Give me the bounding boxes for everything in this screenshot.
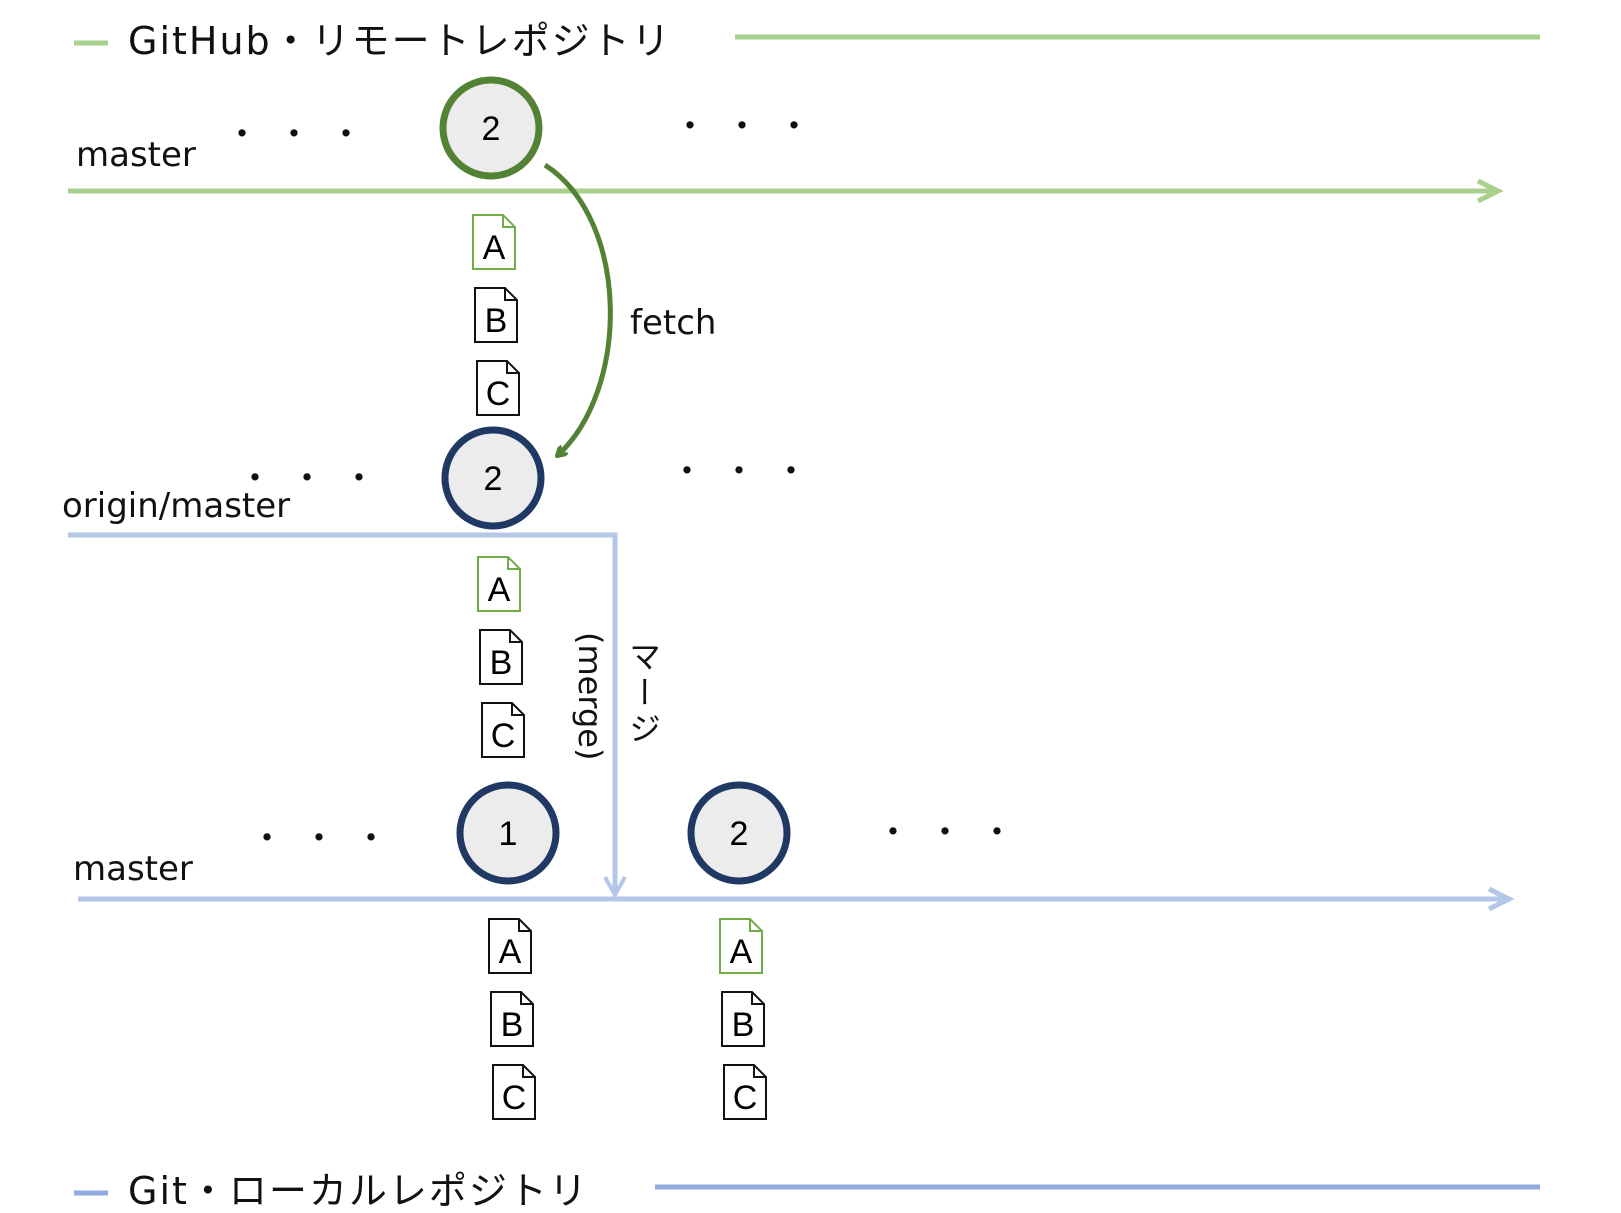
file-letter: C [491, 717, 516, 755]
origin-master-line [68, 532, 618, 895]
file-letter: A [488, 571, 511, 609]
commit-local-1-label: 1 [499, 815, 518, 853]
ellipsis-origin-right: ・・・ [670, 452, 826, 492]
ellipsis-origin-left: ・・・ [238, 459, 394, 499]
file-icon: C [492, 1064, 536, 1120]
fetch-arrow [543, 162, 613, 456]
file-icon: B [721, 991, 765, 1047]
file-letter: A [730, 933, 753, 971]
file-icon: A [472, 214, 516, 270]
commit-remote-2-label: 2 [482, 110, 501, 148]
fetch-label: fetch [630, 303, 717, 343]
file-icon: A [488, 918, 532, 974]
ellipsis-remote-right: ・・・ [673, 107, 829, 147]
commit-origin-2-label: 2 [484, 460, 503, 498]
file-letter: B [732, 1006, 755, 1044]
file-icon: C [723, 1064, 767, 1120]
origin-master-label: origin/master [62, 486, 291, 526]
local-master-label: master [73, 849, 193, 889]
remote-master-arrowhead [1476, 178, 1504, 204]
merge-label-en: (merge) [571, 632, 609, 761]
ellipsis-local-right: ・・・ [876, 813, 1032, 853]
file-letter: C [486, 375, 511, 413]
file-letter: C [733, 1079, 758, 1117]
merge-label-jp: マージ [624, 640, 662, 748]
file-icon: C [476, 360, 520, 416]
file-letter: B [501, 1006, 524, 1044]
commit-local-1[interactable]: 1 [456, 781, 560, 885]
commit-local-2-label: 2 [730, 815, 749, 853]
file-icon: B [479, 629, 523, 685]
file-letter: C [502, 1079, 527, 1117]
file-icon: B [490, 991, 534, 1047]
merge-arrowhead [603, 876, 627, 900]
ellipsis-local-left: ・・・ [250, 819, 406, 859]
file-letter: A [499, 933, 522, 971]
commit-remote-2[interactable]: 2 [439, 76, 543, 180]
file-icon: A [477, 556, 521, 612]
file-icon: B [474, 287, 518, 343]
file-letter: A [483, 229, 506, 267]
file-letter: B [485, 302, 508, 340]
file-icon: A [719, 918, 763, 974]
ellipsis-remote-left: ・・・ [225, 115, 381, 155]
remote-master-label: master [76, 135, 196, 175]
commit-local-2[interactable]: 2 [687, 781, 791, 885]
remote-repo-title: GitHub・リモートレポジトリ [128, 19, 672, 63]
commit-origin-2[interactable]: 2 [441, 426, 545, 530]
file-icon: C [481, 702, 525, 758]
local-master-arrowhead [1487, 886, 1515, 912]
file-letter: B [490, 644, 513, 682]
local-repo-title: Git・ローカルレポジトリ [128, 1169, 589, 1213]
